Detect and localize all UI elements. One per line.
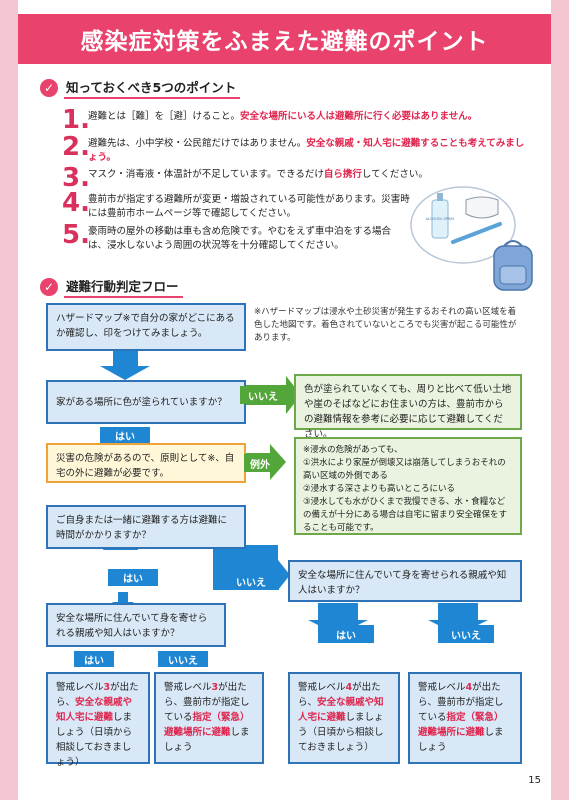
point-text: マスク・消毒液・体温計が不足しています。できるだけ自ら携行してください。 [88, 169, 428, 180]
point-number: 5. [62, 220, 90, 250]
point-5: 5. 豪雨時の屋外の移動は車も含め危険です。やむをえず車中泊をする場合は、浸水し… [62, 220, 408, 253]
hai-label-2: はい [108, 569, 158, 586]
question-1-box: 家がある場所に色が塗られていますか？ [46, 380, 246, 424]
exception-note-head: ※浸水の危険があっても、 [303, 445, 403, 455]
point-number: 1. [62, 105, 90, 135]
iie-label-2: いいえ [223, 573, 279, 590]
result-3-box: 警戒レベル4が出たら、安全な親戚や知人宅に避難しましょう（日頃から相談しておきま… [288, 672, 400, 764]
result-1-box: 警戒レベル3が出たら、安全な親戚や知人宅に避難しましょう（日頃から相談しておきま… [46, 672, 150, 768]
exception-item: ③浸水しても水がひくまで我慢できる、水・食糧などの備えが十分にある場合は自宅に留… [303, 497, 508, 533]
page-title: 感染症対策をふまえた避難のポイント [18, 14, 551, 64]
arrow-down-1 [100, 351, 150, 380]
iie-label-1: いいえ [240, 386, 286, 404]
q1-no-result-box: 色が塗られていなくても、周りと比べて低い土地や崖のそばなどにお住まいの方は、豊前… [294, 374, 522, 440]
iie-label-4: いいえ [438, 625, 494, 643]
check-icon: ✓ [40, 79, 58, 97]
check-icon: ✓ [40, 278, 58, 296]
hazard-map-box: ハザードマップ※で自分の家がどこにあるか確認し、印をつけてみましょう。 [46, 303, 246, 351]
point-text: 避難先は、小中学校・公民館だけではありません。安全な親戚・知人宅に避難することも… [88, 138, 525, 163]
emergency-supplies-illustration: ALCOHOL SPRAY [410, 186, 521, 267]
hai-label-1: はい [100, 427, 150, 444]
page: 感染症対策をふまえた避難のポイント ✓ 知っておくべき5つのポイント 1. 避難… [18, 0, 551, 800]
section2-heading: ✓ 避難行動判定フロー [40, 276, 183, 298]
hai-label-3: はい [74, 651, 114, 667]
result-2-box: 警戒レベル3が出たら、豊前市が指定している指定（緊急）避難場所に避難しましょう [154, 672, 264, 764]
exception-note-box: ※浸水の危険があっても、 ①洪水により家屋が倒壊又は崩落してしまうおそれの高い区… [294, 437, 522, 535]
danger-box: 災害の危険があるので、原則として※、自宅の外に避難が必要です。 [46, 443, 246, 483]
hazard-map-note: ※ハザードマップは浸水や土砂災害が発生するおそれの高い区域を着色した地図です。着… [254, 307, 517, 343]
spray-cap [437, 193, 443, 201]
hai-label-4: はい [318, 625, 374, 643]
thermometer-icon [451, 222, 502, 244]
point-number: 4. [62, 188, 90, 218]
exception-item: ②浸水する深さよりも高いところにいる [303, 484, 455, 494]
question-2-box: ご自身または一緒に避難する方は避難に時間がかかりますか？ [46, 505, 246, 549]
backpack-icon [493, 240, 533, 291]
exception-item: ①洪水により家屋が倒壊又は崩落してしまうおそれの高い区域の外側である [303, 458, 506, 481]
iie-label-3: いいえ [158, 651, 208, 667]
spray-label: ALCOHOL SPRAY [426, 217, 456, 221]
point-text: 豊前市が指定する避難所が変更・増設されている可能性があります。災害時には豊前市ホ… [88, 194, 410, 219]
exception-label: 例外 [244, 454, 276, 472]
question-3-right-box: 安全な場所に住んでいて身を寄せられる親戚や知人はいますか？ [288, 560, 522, 602]
point-text: 避難とは［難］を［避］けること。安全な場所にいる人は避難所に行く必要はありません… [88, 111, 478, 122]
point-text: 豪雨時の屋外の移動は車も含め危険です。やむをえず車中泊をする場合は、浸水しないよ… [88, 226, 392, 251]
point-number: 2. [62, 132, 90, 162]
point-3: 3. マスク・消毒液・体温計が不足しています。できるだけ自ら携行してください。 [62, 163, 528, 193]
page-number: 15 [528, 775, 541, 786]
mask-icon [465, 196, 499, 219]
point-1: 1. 避難とは［難］を［避］けること。安全な場所にいる人は避難所に行く必要はあり… [62, 105, 528, 135]
point-4: 4. 豊前市が指定する避難所が変更・増設されている可能性があります。災害時には豊… [62, 188, 418, 221]
section1-heading-label: 知っておくべき5つのポイント [64, 77, 241, 99]
point-number: 3. [62, 163, 90, 193]
section2-heading-label: 避難行動判定フロー [64, 276, 183, 298]
result-4-box: 警戒レベル4が出たら、豊前市が指定している指定（緊急）避難場所に避難しましょう [408, 672, 522, 764]
question-3-left-box: 安全な場所に住んでいて身を寄せられる親戚や知人はいますか？ [46, 603, 226, 647]
section1-heading: ✓ 知っておくべき5つのポイント [40, 77, 241, 99]
point-2: 2. 避難先は、小中学校・公民館だけではありません。安全な親戚・知人宅に避難する… [62, 132, 528, 165]
